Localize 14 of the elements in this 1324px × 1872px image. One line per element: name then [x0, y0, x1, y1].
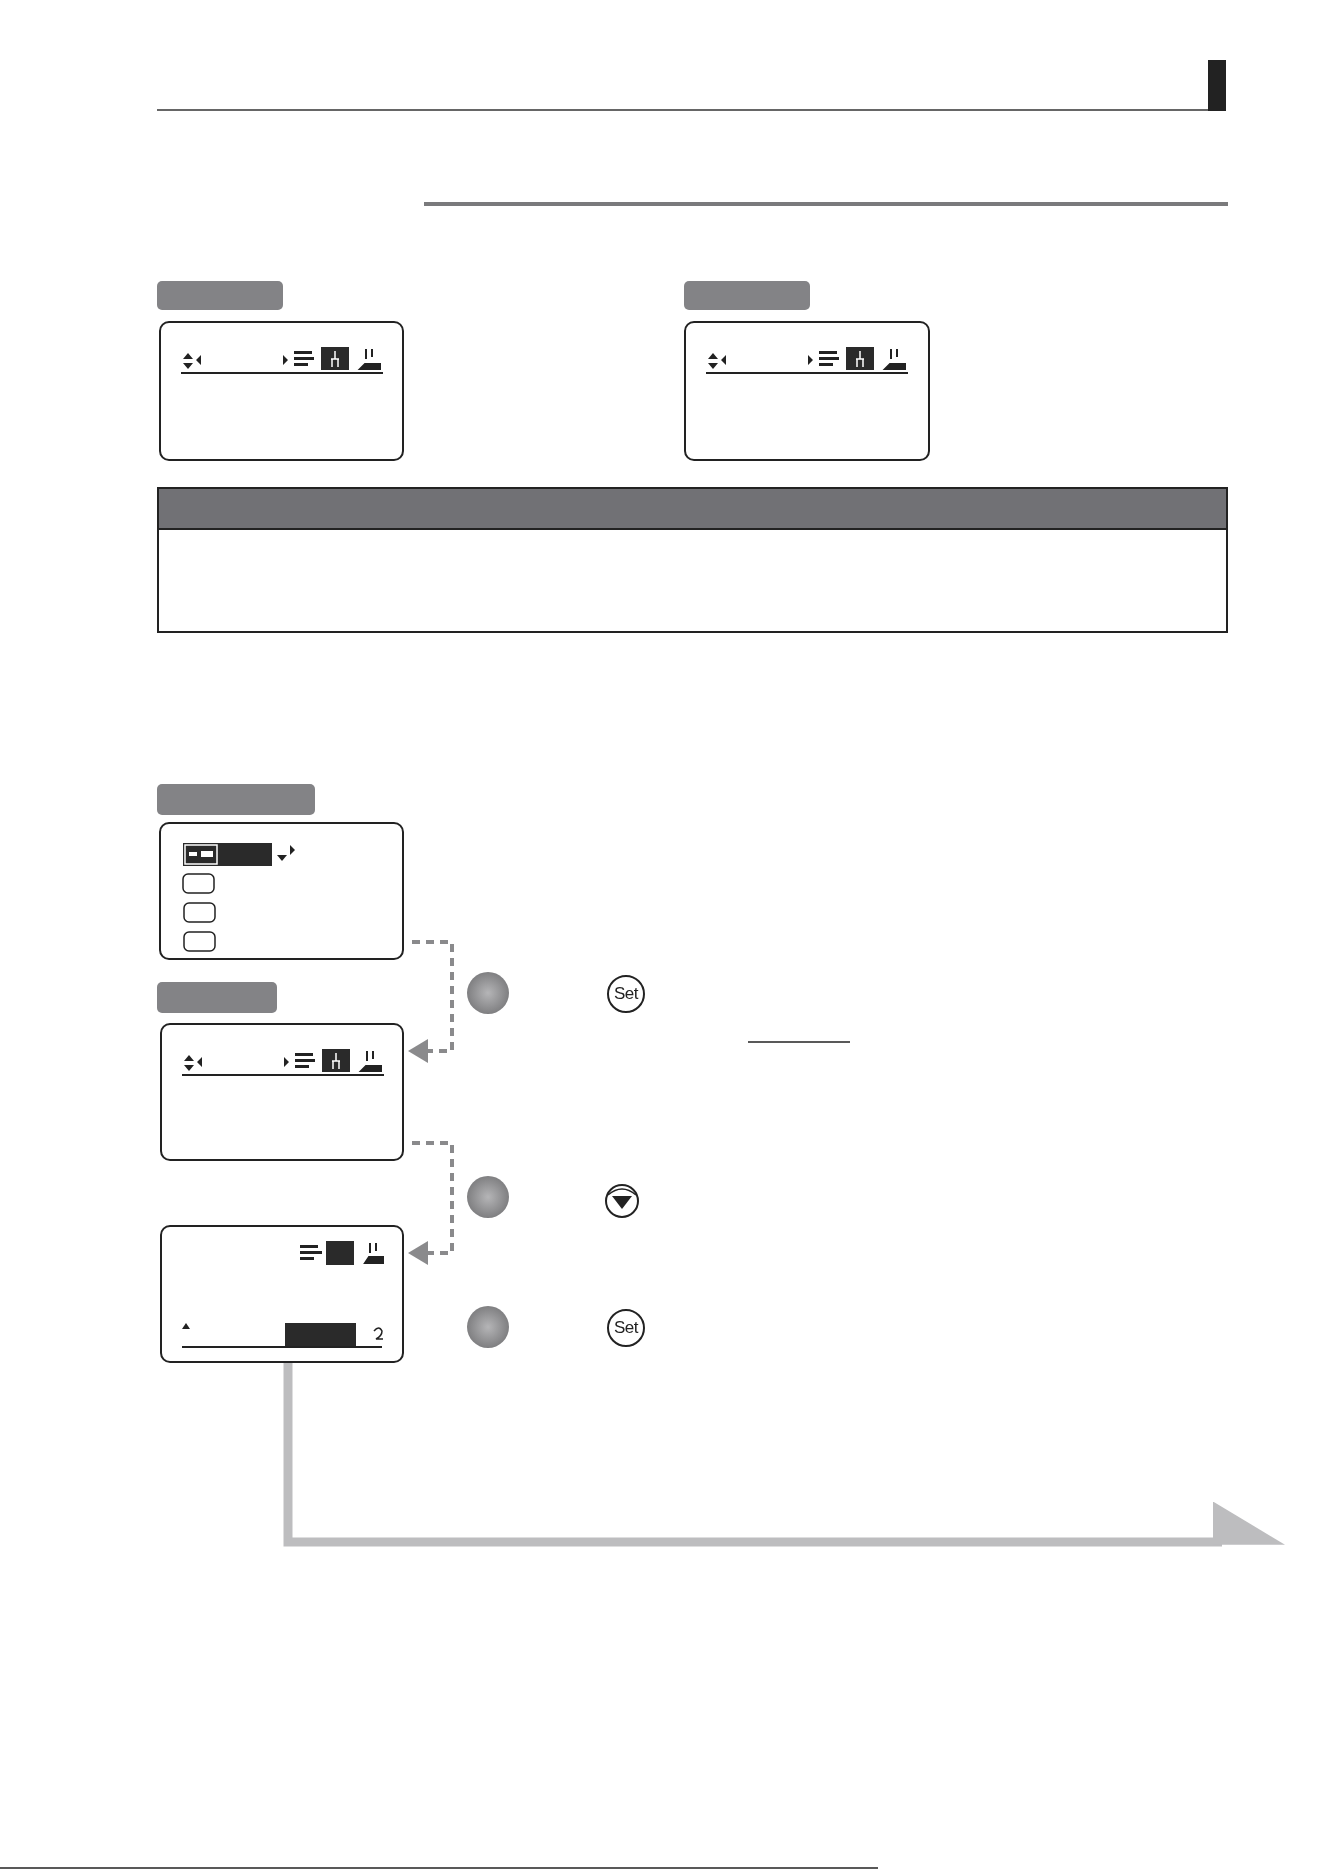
- dashed-arrow: [408, 1141, 454, 1265]
- screen-tab: [684, 281, 810, 310]
- lcd-screen: [159, 822, 404, 960]
- lcd-screen: [160, 1023, 404, 1161]
- screen-tab: [157, 281, 283, 310]
- lcd-screen: [159, 321, 404, 461]
- screen-tab: [157, 982, 277, 1013]
- screen-tab: [157, 784, 315, 815]
- dashed-arrow: [408, 940, 454, 1063]
- flow-arrow: [283, 1363, 1285, 1547]
- set-button-icon: Set: [607, 975, 645, 1013]
- lcd-screen: [160, 1225, 404, 1363]
- lcd-screen: [684, 321, 930, 461]
- set-button-icon: Set: [607, 1309, 645, 1347]
